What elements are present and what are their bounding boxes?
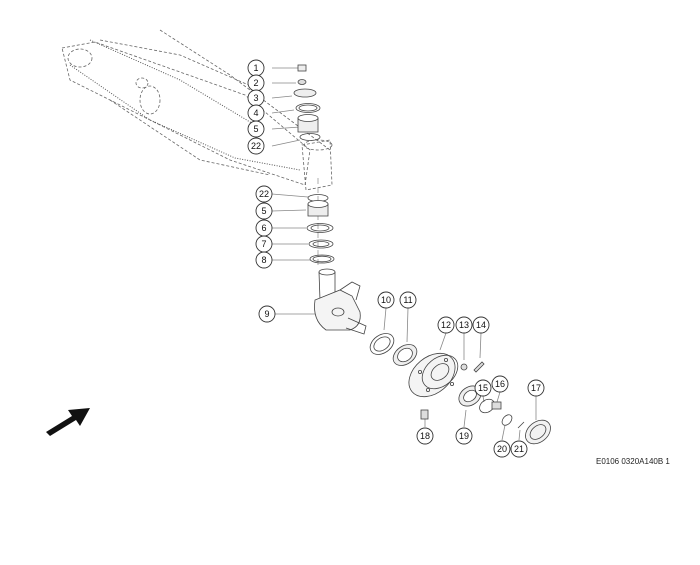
callout: 17 (527, 379, 545, 397)
callout-label: 2 (253, 78, 258, 88)
callout: 1 (247, 59, 265, 77)
stud-part-18 (420, 409, 429, 427)
callout: 20 (493, 440, 511, 458)
callout: 22 (247, 137, 265, 155)
hub-cap-part-17 (525, 396, 551, 445)
callout: 4 (247, 104, 265, 122)
callout-label: 1 (253, 63, 258, 73)
callout: 2 (247, 74, 265, 92)
callout: 16 (491, 375, 509, 393)
callout-label: 5 (261, 206, 266, 216)
callout: 5 (255, 202, 273, 220)
callouts: 1 2 3 4 5 22 22 5 6 7 8 9 10 11 12 13 14… (247, 59, 545, 458)
drawing-reference-code: E0106 0320A140B 1 (596, 457, 670, 466)
callout-label: 5 (253, 124, 258, 134)
cotter-pin-part-20 (501, 414, 513, 441)
bearing-part-11 (392, 307, 418, 366)
callout: 12 (437, 316, 455, 334)
callout-label: 15 (478, 383, 488, 393)
direction-arrow (46, 408, 90, 436)
circlip-upper-part-22 (271, 133, 321, 147)
callout-label: 7 (261, 239, 266, 249)
callout-label: 19 (459, 431, 469, 441)
callout-label: 9 (264, 309, 269, 319)
axle-beam (61, 29, 331, 186)
bushing-lower-part-5 (271, 200, 329, 217)
callout-label: 22 (251, 141, 261, 151)
callout: 6 (255, 219, 273, 237)
callout: 8 (255, 251, 273, 269)
callout: 11 (399, 291, 417, 309)
stud-part-14 (473, 332, 485, 373)
callout: 21 (510, 440, 528, 458)
callout-label: 14 (476, 320, 486, 330)
grease-nipple-part-2 (272, 79, 307, 85)
washer-part-15 (479, 395, 495, 414)
callout-label: 11 (403, 295, 412, 305)
seal-part-6 (272, 223, 334, 233)
shim-part-8 (272, 254, 335, 264)
pivot-housing (301, 139, 333, 191)
callout-label: 17 (531, 383, 541, 393)
callout: 3 (247, 89, 265, 107)
callout: 7 (255, 235, 273, 253)
bolt-part-21 (517, 421, 525, 441)
callout-label: 3 (253, 93, 258, 103)
axle-beam-chain-edge (69, 39, 301, 171)
callout: 22 (255, 185, 273, 203)
callout-label: 12 (441, 320, 451, 330)
castle-nut-part-16 (491, 391, 502, 410)
cap-part-3 (271, 88, 317, 99)
bushing-upper-part-5 (271, 114, 319, 133)
callout: 14 (472, 316, 490, 334)
ring-part-4 (271, 103, 321, 114)
callout-label: 22 (259, 189, 269, 199)
callout: 15 (474, 379, 492, 397)
callout-label: 18 (420, 431, 430, 441)
callout: 13 (455, 316, 473, 334)
callout: 10 (377, 291, 395, 309)
callout-label: 20 (497, 444, 507, 454)
callout: 9 (258, 305, 276, 323)
callout: 19 (455, 427, 473, 445)
callout-label: 16 (495, 379, 505, 389)
steering-knuckle-part-9 (275, 268, 367, 335)
seal-part-10 (369, 307, 395, 355)
callout: 5 (247, 120, 265, 138)
callout: 18 (416, 427, 434, 445)
wheel-hub-part-12 (408, 332, 459, 398)
callout-label: 6 (261, 223, 266, 233)
nut-part-13 (460, 333, 468, 371)
washer-part-7 (272, 239, 334, 249)
callout-label: 8 (261, 255, 266, 265)
callout-label: 4 (253, 108, 258, 118)
callout-label: 10 (381, 295, 391, 305)
bolt-part-1 (272, 64, 307, 72)
callout-label: 13 (459, 320, 469, 330)
callout-label: 21 (514, 444, 524, 454)
